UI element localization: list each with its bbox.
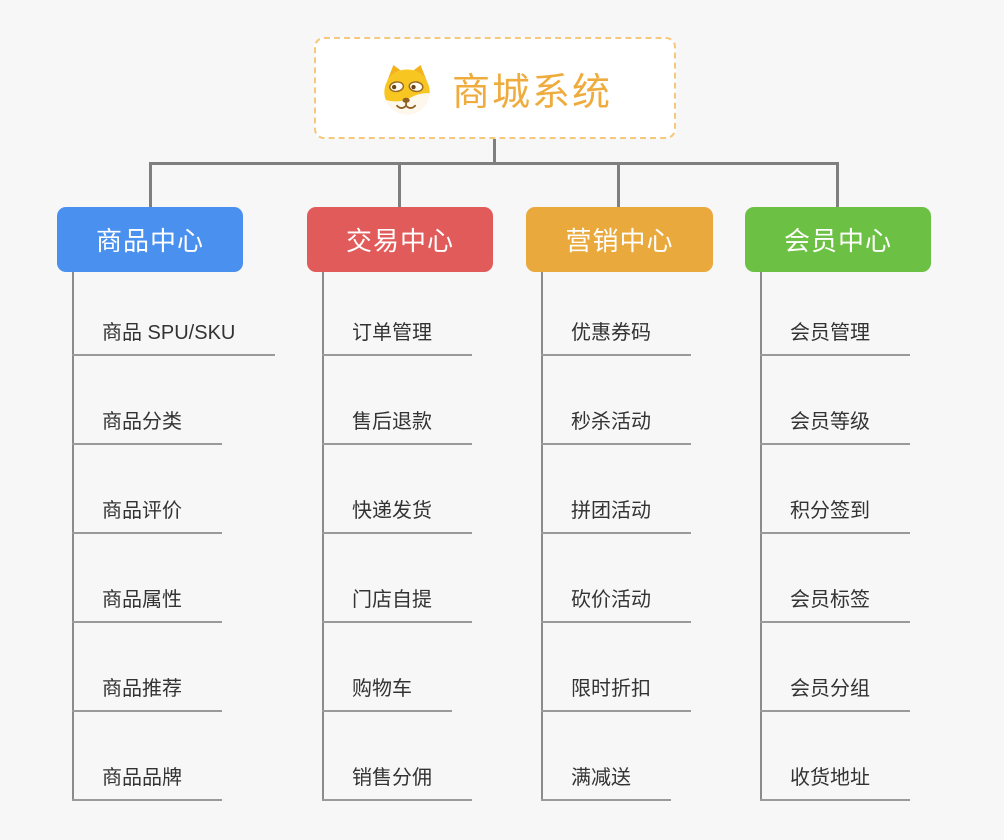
node-item[interactable]: 商品推荐 (72, 623, 222, 712)
node-item[interactable]: 快递发货 (322, 445, 472, 534)
node-item[interactable]: 会员管理 (760, 272, 910, 356)
branch-header-member[interactable]: 会员中心 (745, 207, 931, 272)
node-item[interactable]: 商品分类 (72, 356, 222, 445)
branch-header-marketing[interactable]: 营销中心 (526, 207, 713, 272)
node-item[interactable]: 购物车 (322, 623, 452, 712)
node-item[interactable]: 会员等级 (760, 356, 910, 445)
node-item[interactable]: 拼团活动 (541, 445, 691, 534)
node-item[interactable]: 会员标签 (760, 534, 910, 623)
branch-items-member: 会员管理 会员等级 积分签到 会员标签 会员分组 收货地址 (760, 272, 910, 801)
shiba-dog-icon (384, 64, 430, 115)
node-item[interactable]: 积分签到 (760, 445, 910, 534)
connector-drop-product (149, 162, 152, 208)
branch-items-marketing: 优惠券码 秒杀活动 拼团活动 砍价活动 限时折扣 满减送 (541, 272, 691, 801)
node-item[interactable]: 销售分佣 (322, 712, 472, 801)
root-topic[interactable]: 商城系统 (314, 37, 676, 139)
branch-marketing: 营销中心 优惠券码 秒杀活动 拼团活动 砍价活动 限时折扣 满减送 (526, 207, 713, 807)
node-item[interactable]: 商品属性 (72, 534, 222, 623)
node-item[interactable]: 售后退款 (322, 356, 472, 445)
node-item[interactable]: 砍价活动 (541, 534, 691, 623)
node-item[interactable]: 会员分组 (760, 623, 910, 712)
branch-vline (760, 272, 762, 801)
branch-items-trade: 订单管理 售后退款 快递发货 门店自提 购物车 销售分佣 (322, 272, 472, 801)
node-item[interactable]: 商品品牌 (72, 712, 222, 801)
node-item[interactable]: 商品评价 (72, 445, 222, 534)
branch-trade: 交易中心 订单管理 售后退款 快递发货 门店自提 购物车 销售分佣 (307, 207, 493, 807)
node-item[interactable]: 商品 SPU/SKU (72, 272, 276, 356)
node-item[interactable]: 订单管理 (322, 272, 472, 356)
branch-vline (322, 272, 324, 801)
connector-drop-marketing (617, 162, 620, 208)
connector-drop-member (836, 162, 839, 208)
connector-drop-trade (398, 162, 401, 208)
branch-product: 商品中心 商品 SPU/SKU 商品分类 商品评价 商品属性 商品推荐 商品品牌 (57, 207, 276, 807)
branch-vline (72, 272, 74, 801)
node-item[interactable]: 门店自提 (322, 534, 472, 623)
node-item[interactable]: 限时折扣 (541, 623, 691, 712)
branch-items-product: 商品 SPU/SKU 商品分类 商品评价 商品属性 商品推荐 商品品牌 (72, 272, 276, 801)
node-item[interactable]: 优惠券码 (541, 272, 691, 356)
node-item[interactable]: 秒杀活动 (541, 356, 691, 445)
node-item[interactable]: 满减送 (541, 712, 671, 801)
root-topic-title: 商城系统 (451, 71, 612, 114)
node-item[interactable]: 收货地址 (760, 712, 910, 801)
branch-header-product[interactable]: 商品中心 (57, 207, 243, 272)
branch-member: 会员中心 会员管理 会员等级 积分签到 会员标签 会员分组 收货地址 (745, 207, 931, 807)
branch-header-trade[interactable]: 交易中心 (307, 207, 493, 272)
branch-vline (541, 272, 543, 801)
connector-root-stem (493, 139, 496, 163)
connector-horizontal (149, 162, 839, 165)
